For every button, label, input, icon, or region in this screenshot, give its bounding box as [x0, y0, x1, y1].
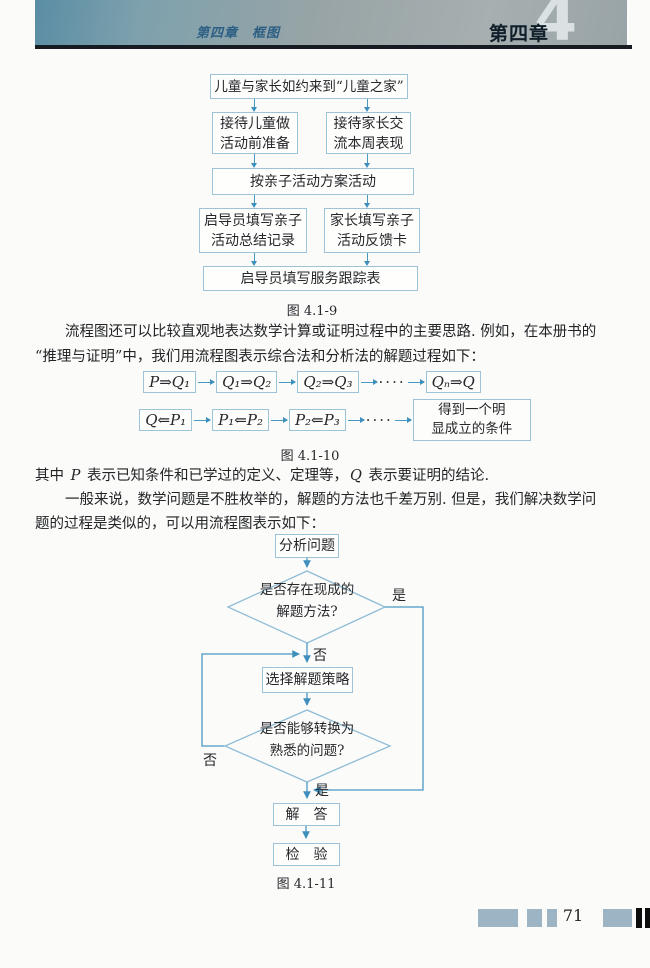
fig10-ellipsis: ····	[365, 411, 393, 429]
fig10-row1: P⇒Q₁ Q₁⇒Q₂ Q₂⇒Q₃ ···· Qₙ⇒Q	[0, 371, 637, 393]
fig10-box-obvious-line2: 显成立的条件	[431, 421, 513, 437]
fig9-box-arrive: 儿童与家长如约来到“儿童之家”	[210, 74, 408, 99]
fig9-box-record-line1: 启导员填写亲子	[204, 213, 302, 229]
fig10-arrow	[407, 378, 425, 385]
fig11-decision2-line1: 是否能够转换为	[259, 721, 355, 737]
footer-deco-block	[478, 909, 518, 927]
fig9-box-record: 启导员填写亲子 活动总结记录	[199, 208, 307, 253]
fig10-arrow	[194, 416, 212, 423]
fig9-caption: 图 4.1-9	[286, 304, 338, 319]
fig9-box-child-line2: 活动前准备	[220, 136, 290, 152]
fig10-box-qp1: Q⇐P₁	[139, 409, 193, 431]
chapter-number-watermark: 4	[534, 0, 578, 46]
fig9-box-record-line2: 活动总结记录	[211, 233, 295, 249]
fig10-caption: 图 4.1-10	[280, 449, 340, 464]
fig10-arrow	[394, 416, 412, 423]
header-underline	[35, 45, 632, 49]
fig9-arrow	[363, 154, 370, 168]
fig11-connectors	[201, 558, 424, 840]
fig9-box-feedback-line2: 活动反馈卡	[337, 233, 407, 249]
fig10-arrow	[360, 378, 378, 385]
fig9-box-parent: 接待家长交 流本周表现	[326, 112, 411, 154]
fig9-box-track: 启导员填写服务跟踪表	[203, 266, 418, 291]
fig11-label-yes1: 是	[392, 588, 406, 604]
fig10-box-qnq: Qₙ⇒Q	[425, 371, 481, 393]
fig11-decision2-text: 是否能够转换为 熟悉的问题?	[240, 718, 374, 762]
fig11-box-check: 检 验	[273, 843, 340, 866]
footer-black-bar	[636, 908, 642, 928]
fig10-arrow	[347, 416, 365, 423]
fig10-arrow	[270, 416, 288, 423]
fig11-decision1-line1: 是否存在现成的	[259, 582, 355, 598]
fig9-box-feedback: 家长填写亲子 活动反馈卡	[324, 208, 420, 253]
fig10-box-obvious-condition: 得到一个明 显成立的条件	[412, 399, 531, 441]
fig11-flowchart: 分析问题 是否存在现成的 解题方法? 是 否 选择解题策略 是否能够转换为 熟悉…	[0, 528, 650, 896]
footer-deco-block	[603, 909, 632, 927]
fig10-arrow	[279, 378, 297, 385]
fig9-box-parent-line1: 接待家长交	[333, 116, 404, 132]
fig11-label-no2: 否	[203, 753, 217, 769]
fig9-box-child: 接待儿童做 活动前准备	[212, 112, 298, 154]
fig10-arrow	[198, 378, 216, 385]
fig9-arrow	[363, 253, 370, 266]
fig11-decision1-text: 是否存在现成的 解题方法?	[240, 579, 374, 623]
para3-line2: 题的过程是类似的，可以用流程图表示如下：	[35, 516, 325, 532]
para-pq-seg2: 表示已知条件和已学过的定义、定理等，	[82, 468, 348, 484]
para-pq-seg3: 表示要证明的结论.	[363, 468, 490, 484]
para-pq-seg1: 其中	[35, 468, 69, 484]
fig9-box-activity: 按亲子活动方案活动	[212, 168, 414, 195]
para1-line2: “推理与证明”中，我们用流程图表示综合法和分析法的解题过程如下：	[35, 349, 485, 365]
var-q: Q	[349, 468, 362, 484]
fig10-box-q1q2: Q₁⇒Q₂	[216, 371, 278, 393]
footer-black-bar	[645, 908, 650, 928]
fig10-box-obvious-line1: 得到一个明	[438, 402, 506, 418]
var-p: P	[70, 468, 81, 484]
fig9-box-feedback-line1: 家长填写亲子	[330, 213, 414, 229]
fig11-label-no1: 否	[313, 648, 327, 664]
fig11-decision1-line2: 解题方法?	[276, 604, 338, 620]
fig11-box-analyze: 分析问题	[275, 534, 339, 558]
page-number: 71	[562, 906, 584, 925]
para3-line1: 一般来说，数学问题是不胜枚举的，解题的方法也千差万别. 但是，我们解决数学问	[65, 492, 597, 508]
footer-deco-block	[547, 909, 557, 927]
fig10-box-q2q3: Q₂⇒Q₃	[297, 371, 359, 393]
fig9-arrow	[363, 195, 370, 208]
fig9-arrow	[250, 99, 257, 112]
header-bar: 4	[35, 0, 627, 46]
fig11-caption: 图 4.1-11	[276, 877, 336, 892]
running-title: 第四章 框图	[196, 26, 281, 41]
para1-line1: 流程图还可以比较直观地表达数学计算或证明过程中的主要思路. 例如，在本册书的	[65, 324, 597, 340]
fig11-box-strategy: 选择解题策略	[262, 667, 353, 693]
fig10-box-p2p3: P₂⇐P₃	[288, 409, 346, 431]
fig11-box-solve: 解 答	[273, 803, 340, 826]
para-pq: 其中 P 表示已知条件和已学过的定义、定理等，Q 表示要证明的结论.	[35, 466, 619, 487]
fig11-label-yes2: 是	[315, 783, 329, 799]
fig10-box-pq1: P⇒Q₁	[143, 371, 197, 393]
fig9-arrow	[250, 253, 257, 266]
fig10-ellipsis: ····	[378, 373, 406, 391]
no2-loop-left	[201, 650, 301, 747]
fig9-arrow	[363, 99, 370, 112]
chapter-badge: 第四章	[489, 23, 550, 45]
fig10-box-p1p2: P₁⇐P₂	[212, 409, 269, 431]
fig9-box-child-line1: 接待儿童做	[220, 116, 290, 132]
footer-deco-block	[527, 909, 542, 927]
fig10-row2: Q⇐P₁ P₁⇐P₂ P₂⇐P₃ ···· 得到一个明 显成立的条件	[10, 399, 650, 441]
fig11-decision2-line2: 熟悉的问题?	[269, 743, 345, 759]
fig9-arrow	[250, 195, 257, 208]
fig9-box-parent-line2: 流本周表现	[333, 136, 404, 152]
yes1-loop-right	[312, 606, 424, 794]
fig9-arrow	[250, 154, 257, 168]
